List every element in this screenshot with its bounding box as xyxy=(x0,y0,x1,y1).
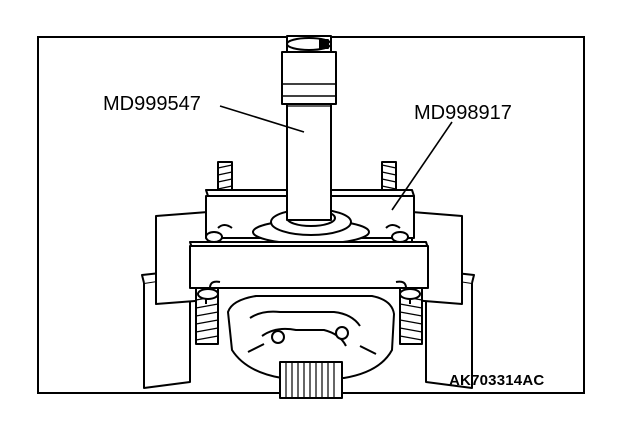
lower-left-nut xyxy=(197,231,223,300)
leader-lines xyxy=(219,105,453,211)
figure-id: AK703314AC xyxy=(449,372,545,389)
vertical-bar xyxy=(286,101,332,221)
socket xyxy=(281,35,337,105)
lower-right-nut xyxy=(391,231,421,300)
splined-shaft xyxy=(279,361,343,399)
housing xyxy=(227,295,395,379)
label-md998917: MD998917 xyxy=(414,102,512,124)
label-md999547: MD999547 xyxy=(103,93,201,115)
lower-crossbar xyxy=(189,241,429,304)
